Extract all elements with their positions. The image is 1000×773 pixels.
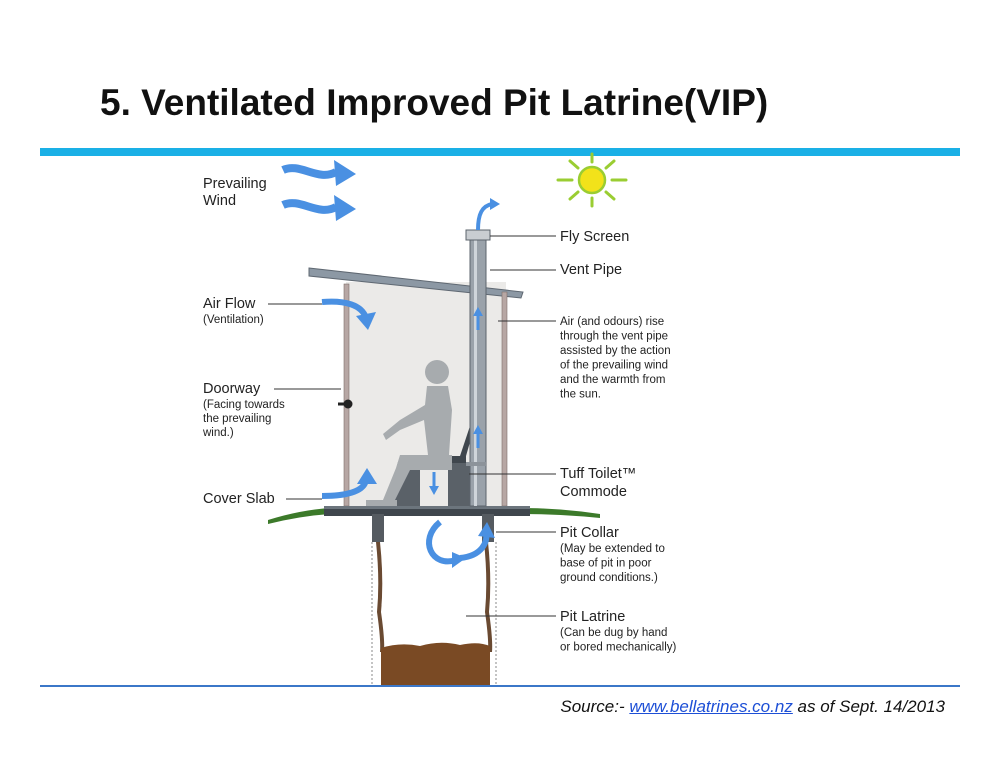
wind-arrow-icon <box>281 160 356 186</box>
airflow-arrow <box>473 307 483 330</box>
vent-pipe <box>465 229 491 507</box>
source-citation: Source:- www.bellatrines.co.nz as of Sep… <box>560 697 945 717</box>
door-post <box>343 283 350 507</box>
fly-screen-cap <box>465 229 491 241</box>
sun-icon <box>556 152 628 208</box>
air-flow-label: Air Flow <box>203 296 256 312</box>
pit-wall-right <box>484 542 493 652</box>
airflow-arrow <box>426 519 466 568</box>
doorway-sublabel: (Facing towards the prevailing wind.) <box>202 399 288 439</box>
air-rise-label: Air (and odours) rise through the vent p… <box>560 316 674 401</box>
doorway-label: Doorway <box>203 381 261 397</box>
ground-right <box>522 508 600 518</box>
airflow-arrow <box>476 198 500 231</box>
airflow-arrow <box>459 522 495 561</box>
airflow-arrow <box>429 472 439 495</box>
pit-collar-left <box>372 514 384 542</box>
airflow-arrow <box>473 425 483 448</box>
airflow-arrow <box>321 468 377 499</box>
vent-pipe-label: Vent Pipe <box>560 262 622 278</box>
pit-collar-sublabel: (May be extended to base of pit in poor … <box>560 543 668 584</box>
air-flow-sublabel: (Ventilation) <box>203 314 264 326</box>
pit-contents <box>381 642 490 686</box>
prevailing-wind-label: Prevailing Wind <box>203 176 271 209</box>
footer-rule <box>40 685 960 687</box>
slide-title: 5. Ventilated Improved Pit Latrine(VIP) <box>100 82 769 123</box>
pit-latrine-label: Pit Latrine <box>560 609 625 625</box>
pit-wall-left <box>376 542 385 652</box>
cover-slab <box>324 506 530 516</box>
pit-latrine-sublabel: (Can be dug by hand or bored mechanicall… <box>560 627 677 654</box>
door-handle-icon <box>338 399 353 409</box>
title-underline <box>40 148 960 156</box>
fly-screen-label: Fly Screen <box>560 229 629 245</box>
cover-slab-label: Cover Slab <box>203 491 275 507</box>
tuff-toilet-label: Tuff Toilet™ Commode <box>560 466 640 500</box>
source-link[interactable]: www.bellatrines.co.nz <box>629 697 793 716</box>
wind-arrow-icon <box>281 195 356 221</box>
source-suffix: as of Sept. 14/2013 <box>792 697 945 716</box>
pit-collar-label: Pit Collar <box>560 525 619 541</box>
airflow-arrow <box>321 298 376 330</box>
seated-person-icon <box>366 360 452 506</box>
ground-left <box>268 508 330 524</box>
source-prefix: Source:- <box>560 697 630 716</box>
